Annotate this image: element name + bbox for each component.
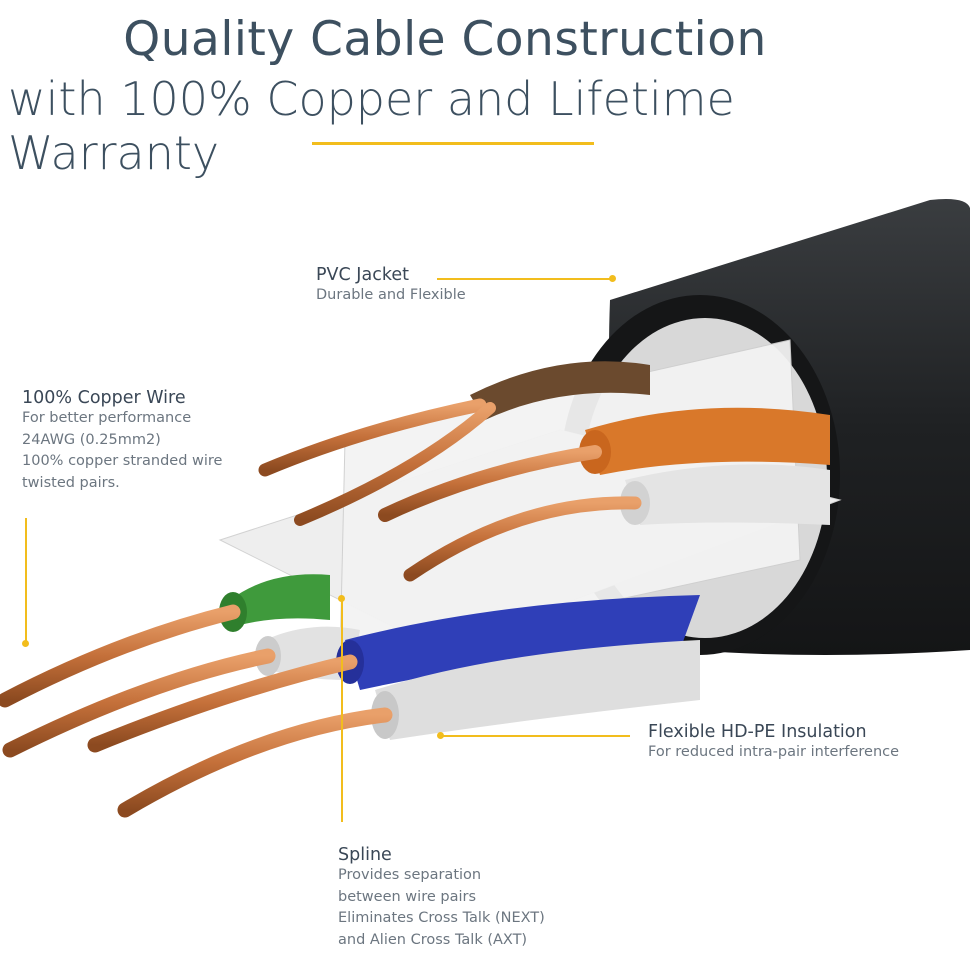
copper-strand	[258, 398, 487, 477]
green-insulation	[230, 574, 330, 625]
callout-spline: Spline Provides separation between wire …	[338, 845, 545, 951]
leader-line-insulation	[440, 735, 630, 737]
callout-insulation: Flexible HD-PE Insulation For reduced in…	[648, 722, 899, 764]
title-underline	[312, 142, 594, 145]
leader-line-copper	[25, 518, 27, 643]
brown-insulation	[470, 361, 650, 420]
callout-desc-line: 24AWG (0.25mm2)	[22, 431, 161, 448]
callout-pvc-jacket: PVC Jacket Durable and Flexible	[316, 265, 466, 307]
callout-desc-line: Provides separation	[338, 867, 482, 883]
callout-desc-line: Eliminates Cross Talk (NEXT)	[338, 910, 545, 926]
leader-dot-copper	[22, 640, 29, 647]
copper-strand	[378, 445, 602, 522]
callout-desc-line: between wire pairs	[338, 888, 477, 905]
callout-desc-line: For better performance	[22, 410, 192, 426]
leader-line-pvc	[437, 278, 613, 280]
copper-strand	[87, 654, 358, 753]
callout-desc-line: 100% copper stranded wire	[22, 453, 223, 469]
white-upper-insulation	[625, 464, 830, 525]
callout-title: 100% Copper Wire	[22, 388, 186, 408]
copper-strand	[294, 402, 496, 526]
callout-desc-line: twisted pairs.	[22, 474, 120, 491]
page-subtitle: with 100% Copper and Lifetime Warranty	[8, 72, 735, 180]
leader-dot-pvc	[609, 275, 616, 282]
leader-dot-spline	[338, 595, 345, 602]
copper-strand	[2, 648, 276, 758]
orange-insulation	[585, 407, 830, 475]
callout-title: Spline	[338, 845, 392, 865]
callout-desc: For reduced intra-pair interference	[648, 744, 900, 760]
white-blue-insulation	[375, 640, 700, 740]
copper-strand	[0, 604, 241, 708]
copper-strand	[117, 707, 393, 818]
callout-title: PVC Jacket	[316, 265, 409, 285]
callout-title: Flexible HD-PE Insulation	[648, 722, 867, 742]
callout-desc: Durable and Flexible	[316, 287, 466, 303]
callout-desc-line: and Alien Cross Talk (AXT)	[338, 931, 528, 948]
page-title: Quality Cable Construction	[123, 12, 767, 67]
blue-insulation	[345, 595, 700, 690]
callout-copper-wire: 100% Copper Wire For better performance …	[22, 388, 222, 494]
copper-strand	[403, 496, 642, 582]
leader-dot-insulation	[437, 732, 444, 739]
leader-line-spline	[341, 600, 343, 822]
